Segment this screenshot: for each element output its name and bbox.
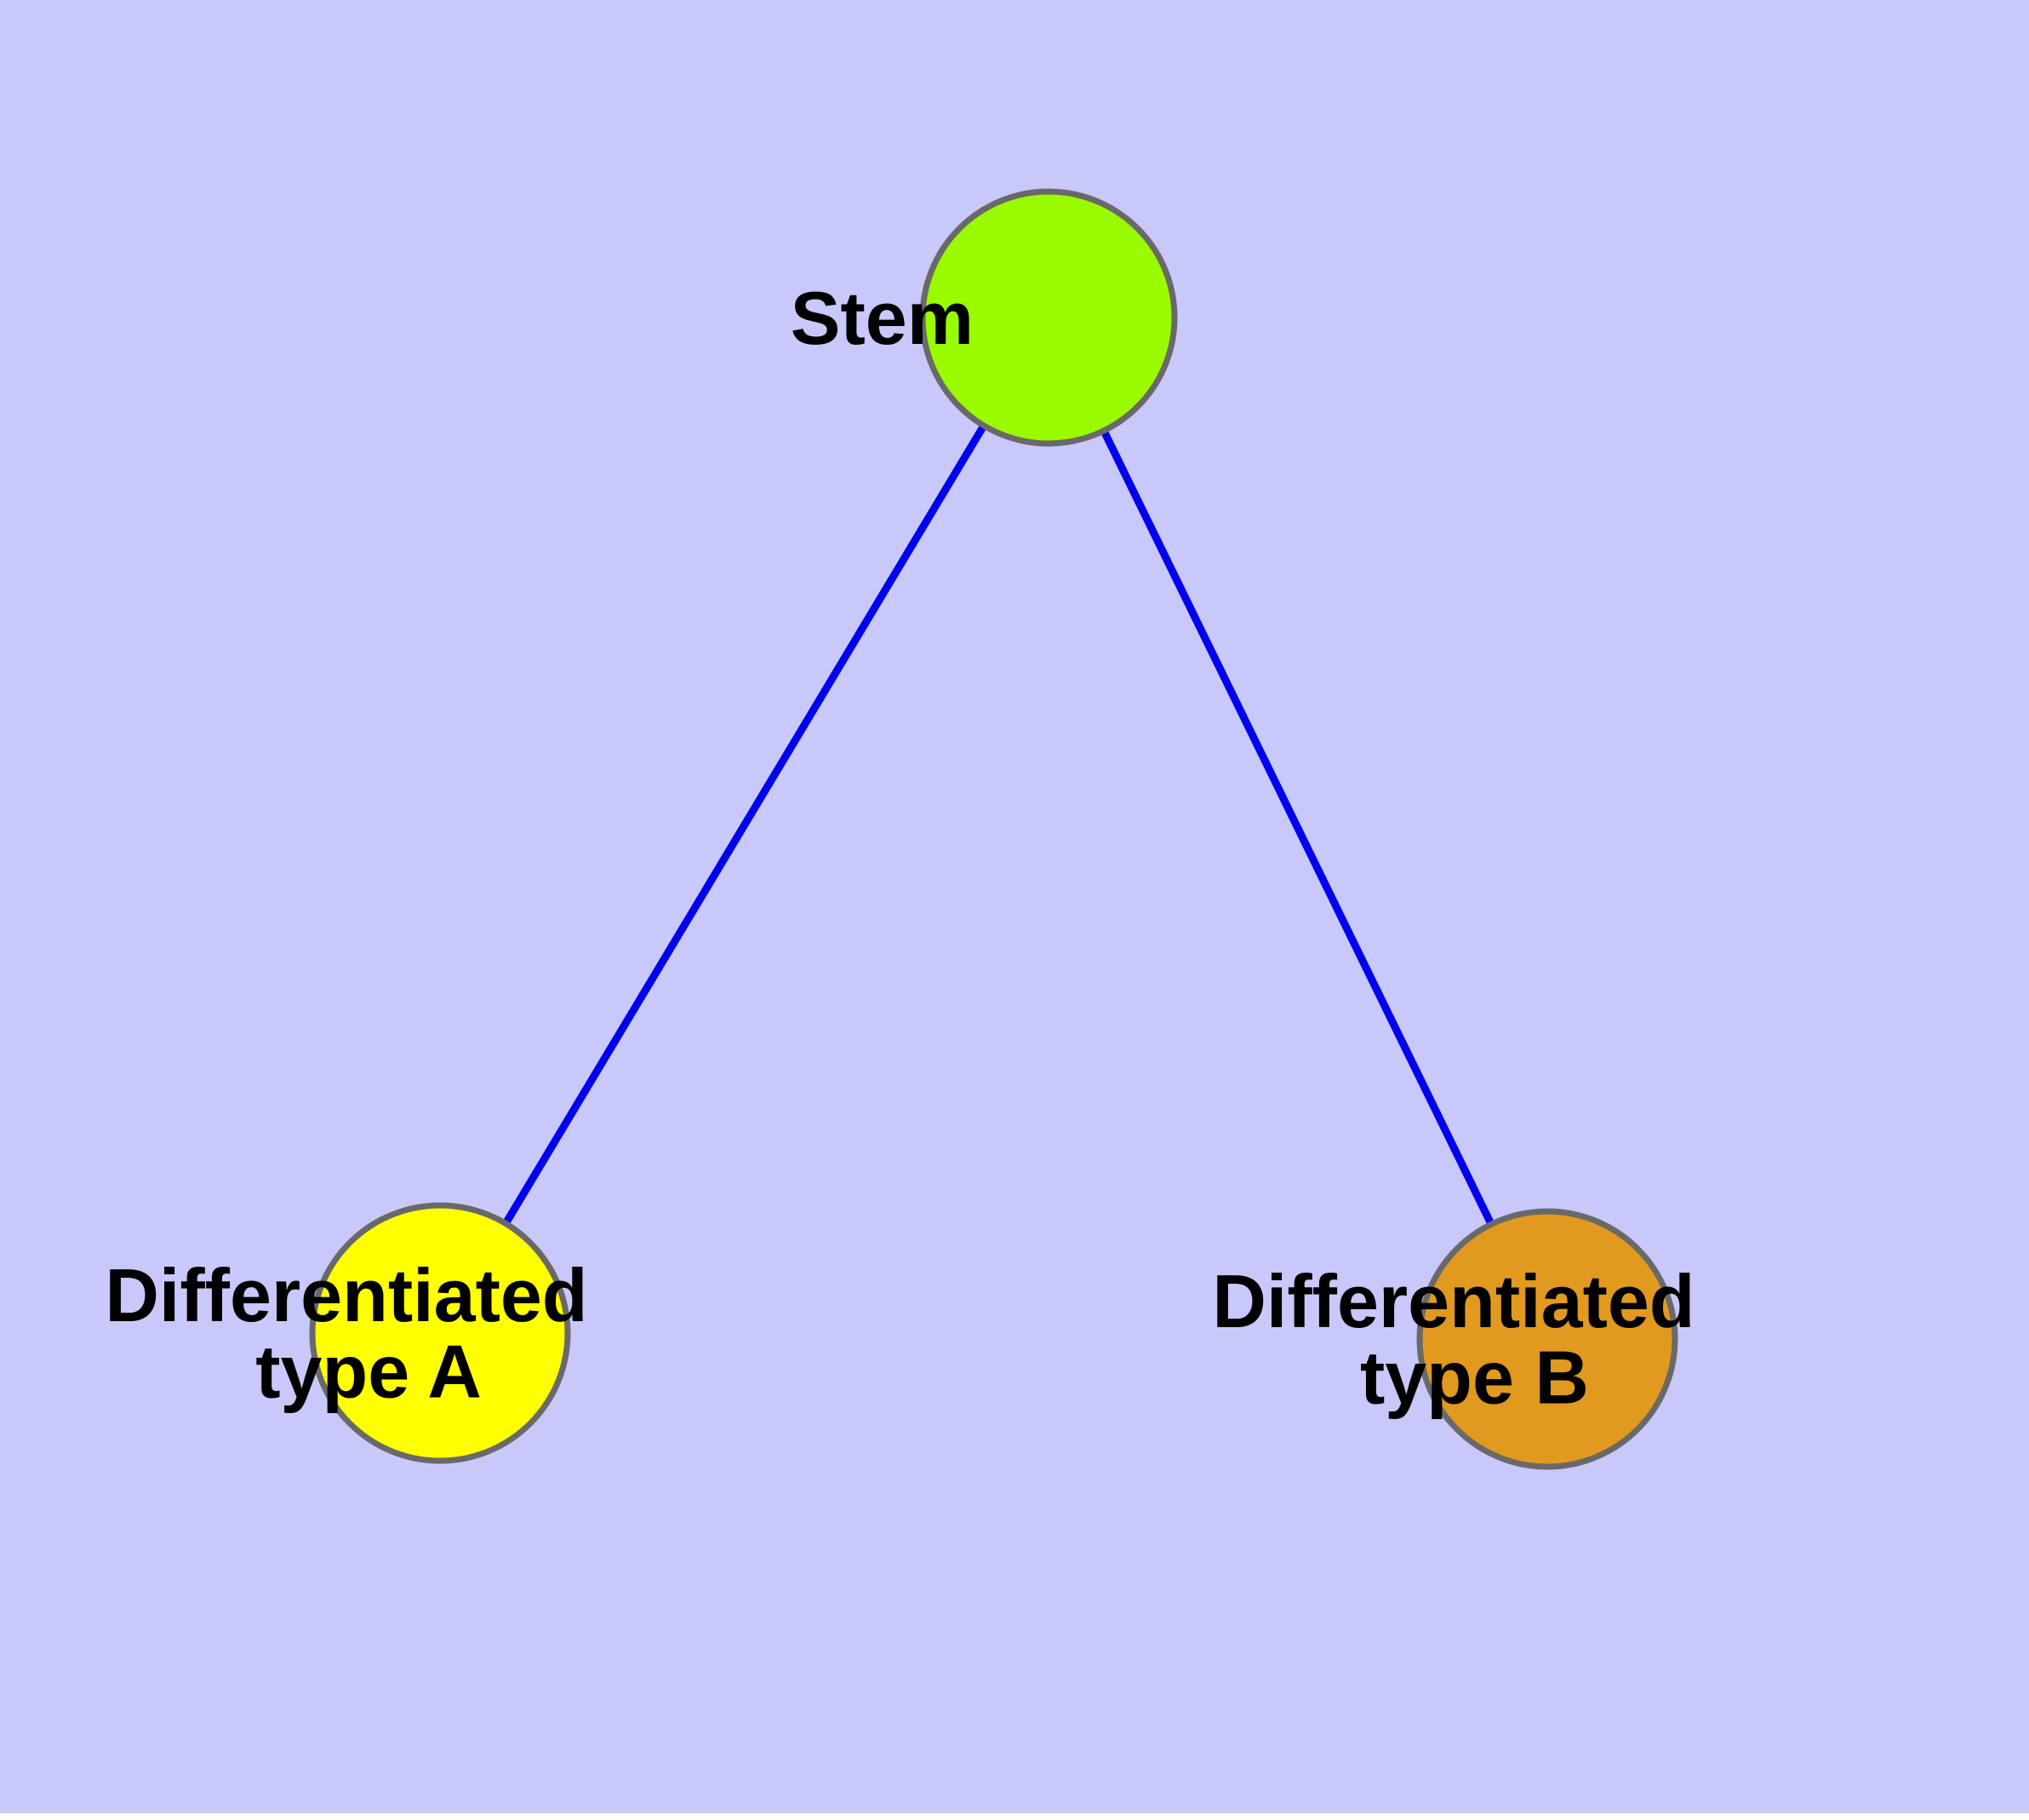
node-label-differentiated-type-b-line2: type B: [1360, 1336, 1589, 1420]
node-label-differentiated-type-b-line1: Differentiated: [1212, 1259, 1695, 1343]
edge-stem-to-type-a[interactable]: [500, 421, 989, 1229]
node-circle-differentiated-type-b[interactable]: [1416, 1208, 1678, 1470]
node-differentiated-type-a[interactable]: [309, 1202, 571, 1464]
node-layer: [309, 188, 1678, 1470]
node-differentiated-type-b[interactable]: [1416, 1208, 1678, 1470]
node-label-differentiated-type-a-line1: Differentiated: [105, 1253, 587, 1337]
node-stem[interactable]: [919, 188, 1178, 447]
node-circle-differentiated-type-a[interactable]: [309, 1202, 571, 1464]
node-label-differentiated-type-b: Differentiated type B: [1212, 1259, 1695, 1420]
node-circle-stem[interactable]: [919, 188, 1178, 447]
node-label-stem: Stem: [0, 0, 1306, 360]
node-label-stem-line1: Stem: [791, 276, 974, 360]
edge-stem-to-type-b[interactable]: [1099, 426, 1496, 1229]
label-layer: Stem Differentiated type A Differentiate…: [0, 0, 1695, 1420]
edge-layer: [500, 421, 1496, 1229]
node-label-differentiated-type-a-line2: type A: [255, 1330, 480, 1414]
node-label-differentiated-type-a: Differentiated type A: [0, 0, 775, 1414]
